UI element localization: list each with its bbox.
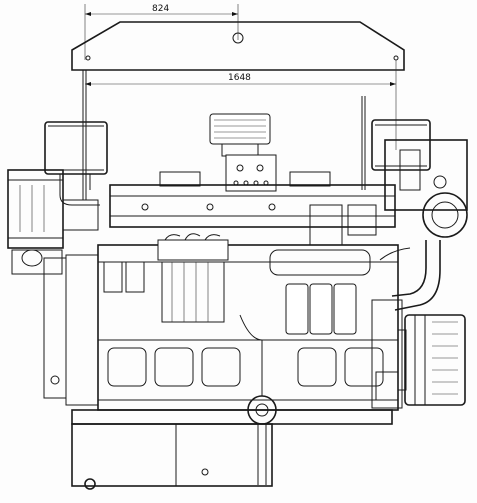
oil-pan xyxy=(71,409,393,490)
right-housing xyxy=(371,299,403,409)
pulley xyxy=(397,314,466,406)
lifting-rods xyxy=(82,70,366,200)
dimension-824: 824 xyxy=(84,4,239,60)
right-air-filter xyxy=(371,119,431,171)
dimension-1648: 1648 xyxy=(85,60,397,150)
left-heat-exchanger xyxy=(7,169,99,275)
dimension-label-1648: 1648 xyxy=(228,73,251,83)
lifting-beam xyxy=(71,21,405,71)
fuel-filters xyxy=(103,261,145,293)
intake-manifold xyxy=(109,171,396,246)
left-air-filter xyxy=(44,121,108,206)
oil-filters xyxy=(269,249,371,335)
right-turbocharger xyxy=(379,139,468,311)
crankcase-doors xyxy=(107,347,384,387)
fuel-injection-pump xyxy=(157,233,229,323)
dimension-label-824: 824 xyxy=(152,4,169,14)
top-cap xyxy=(209,113,271,157)
